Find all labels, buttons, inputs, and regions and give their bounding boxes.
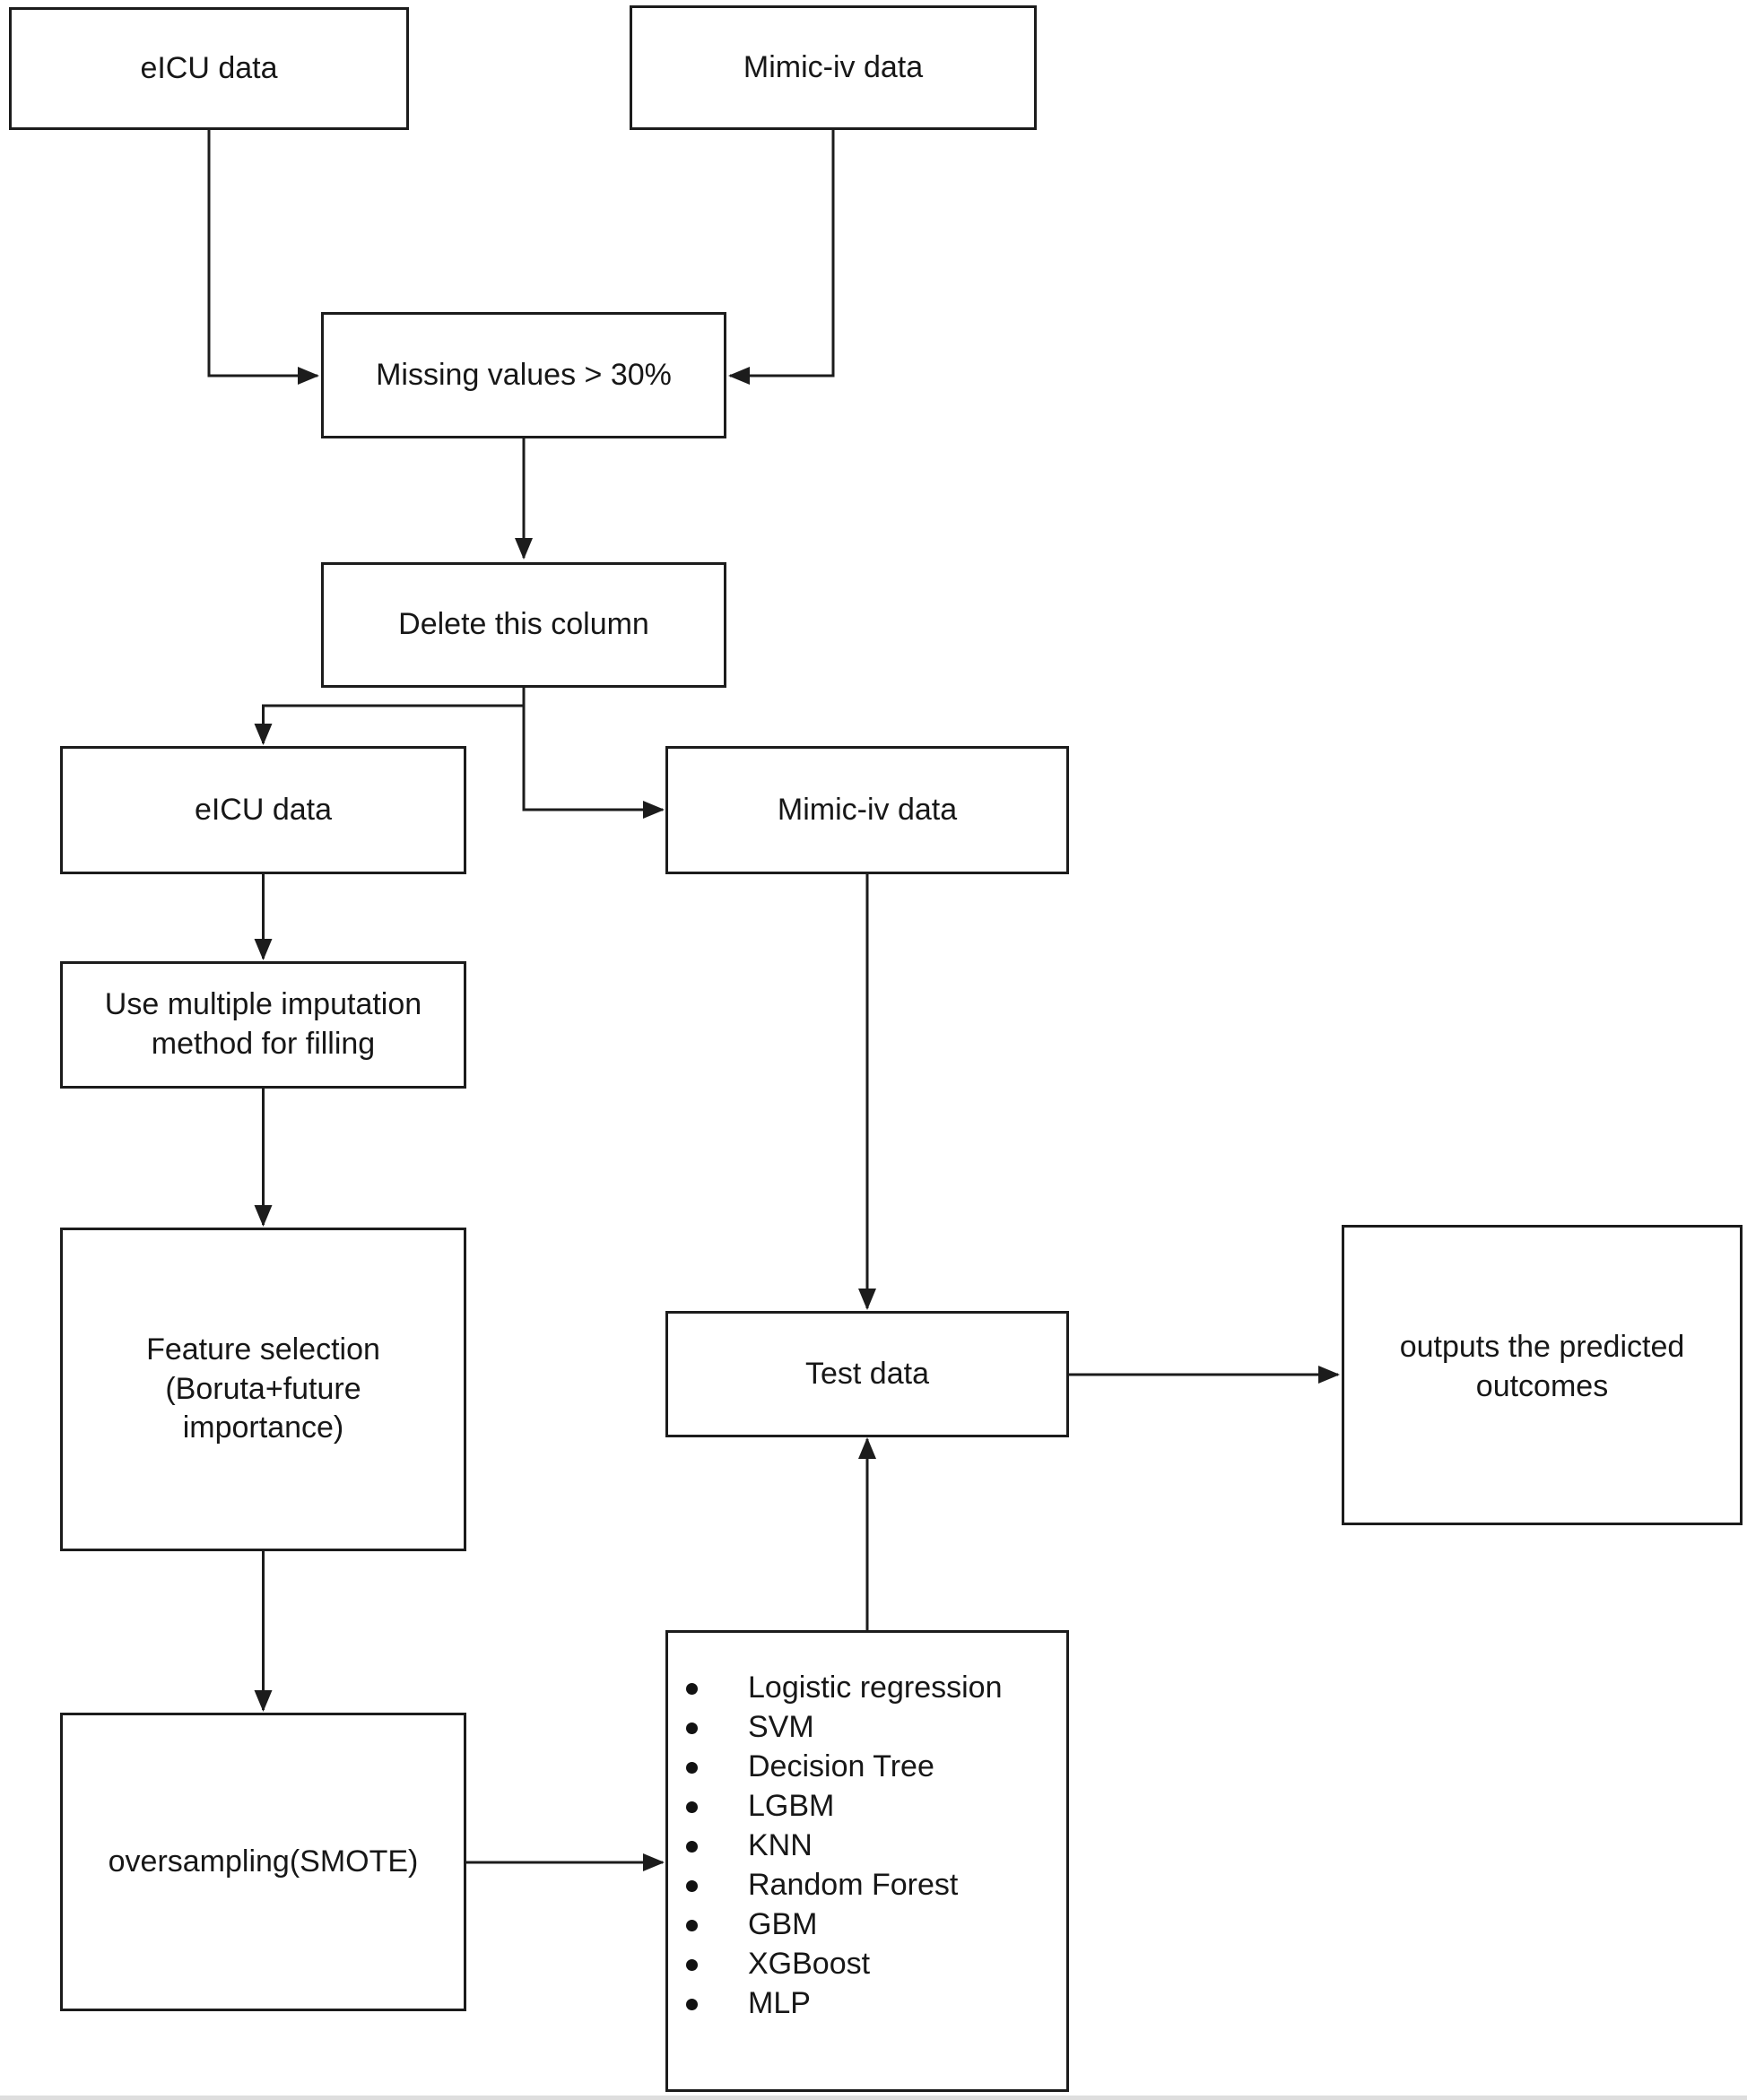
node-oversampling-smote: oversampling(SMOTE) (60, 1713, 466, 2011)
model-list-item: XGBoost (668, 1945, 1066, 1984)
node-multiple-imputation: Use multiple imputation method for filli… (60, 961, 466, 1089)
arrow-delete-to-eicu-clean (254, 704, 524, 745)
bullet-icon (686, 1919, 698, 1931)
model-label: MLP (748, 1986, 811, 2021)
bullet-icon (686, 1879, 698, 1892)
arrow-delete-to-mimic-clean (522, 688, 665, 819)
node-label: oversampling(SMOTE) (108, 1844, 419, 1879)
node-mimic-iv-data-raw: Mimic-iv data (630, 5, 1037, 130)
node-label: eICU data (194, 792, 333, 827)
node-model-list: Logistic regression SVM Decision Tree LG… (665, 1630, 1069, 2092)
node-missing-values: Missing values > 30% (321, 312, 726, 438)
node-delete-column: Delete this column (321, 562, 726, 688)
node-label: Mimic-iv data (777, 792, 958, 827)
model-list-item: SVM (668, 1708, 1066, 1748)
bullet-icon (686, 1682, 698, 1695)
model-list: Logistic regression SVM Decision Tree LG… (668, 1669, 1066, 2024)
node-label: Missing values > 30% (376, 357, 672, 392)
model-list-item: GBM (668, 1905, 1066, 1945)
model-label: SVM (748, 1710, 814, 1745)
arrow-mimic-top-to-missing (728, 130, 835, 385)
node-test-data: Test data (665, 1311, 1069, 1437)
model-label: GBM (748, 1907, 818, 1942)
bullet-icon (686, 1998, 698, 2010)
model-list-item: LGBM (668, 1787, 1066, 1827)
model-list-item: MLP (668, 1984, 1066, 2024)
node-label: outputs the predicted outcomes (1399, 1330, 1685, 1403)
arrow-eicu-top-to-missing (207, 130, 319, 385)
bullet-icon (686, 1958, 698, 1971)
node-label: Feature selection (Boruta+future importa… (146, 1332, 380, 1445)
node-eicu-data-raw: eICU data (9, 7, 409, 130)
model-label: Decision Tree (748, 1749, 934, 1784)
node-eicu-data-clean: eICU data (60, 746, 466, 874)
bullet-icon (686, 1801, 698, 1813)
node-label: Use multiple imputation method for filli… (104, 987, 422, 1061)
model-list-item: Logistic regression (668, 1669, 1066, 1708)
model-list-item: KNN (668, 1827, 1066, 1866)
model-list-item: Decision Tree (668, 1748, 1066, 1787)
node-label: Mimic-iv data (743, 49, 924, 84)
bullet-icon (686, 1722, 698, 1734)
bullet-icon (686, 1761, 698, 1774)
node-label: Test data (805, 1356, 929, 1391)
node-label: eICU data (140, 50, 278, 85)
model-list-item: Random Forest (668, 1866, 1066, 1905)
scan-edge-artifact (0, 2096, 1747, 2100)
node-predicted-outcomes: outputs the predicted outcomes (1342, 1225, 1743, 1525)
model-label: XGBoost (748, 1947, 871, 1982)
node-mimic-iv-data-clean: Mimic-iv data (665, 746, 1069, 874)
model-label: Logistic regression (748, 1670, 1003, 1705)
bullet-icon (686, 1840, 698, 1853)
node-feature-selection: Feature selection (Boruta+future importa… (60, 1228, 466, 1551)
node-label: Delete this column (398, 607, 649, 642)
model-label: KNN (748, 1828, 813, 1863)
model-label: Random Forest (748, 1868, 959, 1903)
model-label: LGBM (748, 1789, 835, 1824)
